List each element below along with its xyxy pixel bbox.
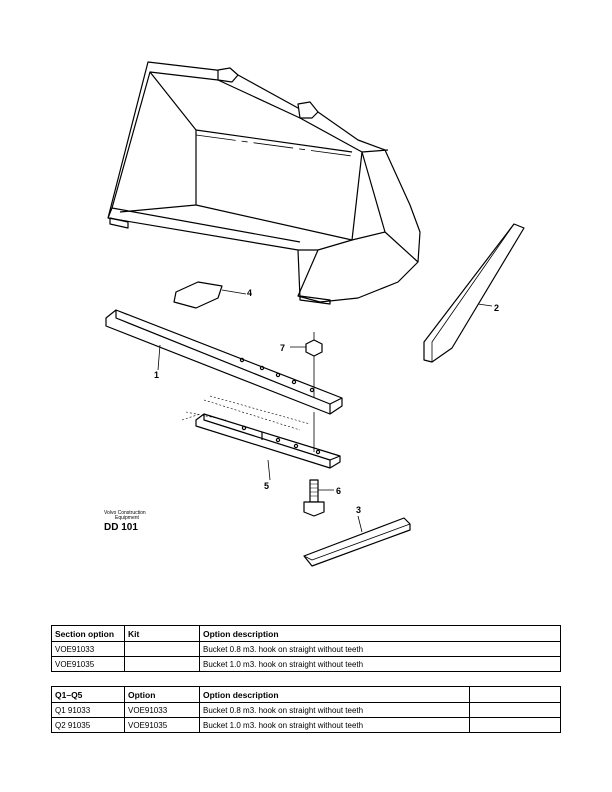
parts-exploded-drawing: 1 2 3 4 5 6 7 Volvo Construction Equipme… [104,61,525,567]
part-6-bolt [303,479,325,517]
cell-empty [469,702,561,718]
part-3-edge-segment [303,517,411,567]
part-7-nut [305,339,323,357]
callout-1: 1 [154,370,159,380]
brand-line-1: Volvo Construction [104,510,146,516]
header-kit: Kit [124,625,200,642]
header-option-description: Option description [199,686,470,703]
cell-option: VOE91035 [124,717,200,733]
header-option-description: Option description [199,625,561,642]
q-option-table: Q1–Q5 Option Option description Q1 91033… [51,686,561,733]
table-row: Q2 91035 VOE91035 Bucket 1.0 m3. hook on… [51,717,561,733]
cell-option-description: Bucket 0.8 m3. hook on straight without … [199,641,561,657]
section-option-table: Section option Kit Option description VO… [51,625,561,672]
cell-option-description: Bucket 1.0 m3. hook on straight without … [199,717,470,733]
cell-section-option: VOE91035 [51,656,125,672]
part-4-wear-plate [173,281,223,309]
header-section-option: Section option [51,625,125,642]
callout-7: 7 [280,343,285,353]
callout-2: 2 [494,303,499,313]
cell-option-description: Bucket 0.8 m3. hook on straight without … [199,702,470,718]
callout-5: 5 [264,481,269,491]
brand-line-2: Equipment [115,515,140,521]
cell-section-option: VOE91033 [51,641,125,657]
header-q1-q5: Q1–Q5 [51,686,125,703]
part-2-side-cutter [423,223,525,363]
header-option: Option [124,686,200,703]
part-5-cutting-edge-segments [181,395,341,469]
header-empty [469,686,561,703]
table-header-row: Section option Kit Option description [51,625,561,642]
cell-q: Q2 91035 [51,717,125,733]
table-row: VOE91035 Bucket 1.0 m3. hook on straight… [51,656,561,672]
cell-kit [124,641,200,657]
cell-option-description: Bucket 1.0 m3. hook on straight without … [199,656,561,672]
cell-empty [469,717,561,733]
cell-option: VOE91033 [124,702,200,718]
cell-kit [124,656,200,672]
drawing-code: DD 101 [104,522,138,533]
part-1-cutting-edge [105,309,343,415]
callout-4: 4 [247,288,252,298]
callout-6: 6 [336,486,341,496]
table-row: VOE91033 Bucket 0.8 m3. hook on straight… [51,641,561,657]
bucket-drawing [107,61,421,305]
table-row: Q1 91033 VOE91033 Bucket 0.8 m3. hook on… [51,702,561,718]
table-header-row: Q1–Q5 Option Option description [51,686,561,703]
cell-q: Q1 91033 [51,702,125,718]
callout-3: 3 [356,505,361,515]
